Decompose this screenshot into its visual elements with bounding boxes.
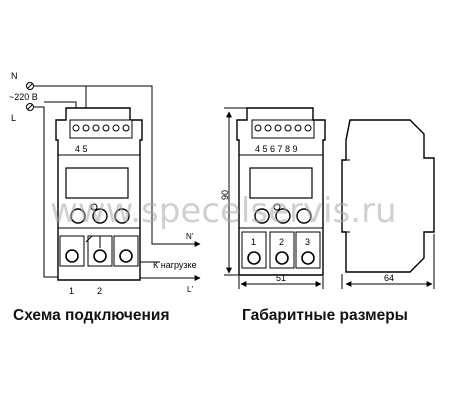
label-output-n: N' [186,232,194,241]
label-dim-depth: 64 [384,273,394,283]
top-terminal-block [69,119,133,139]
wiring-scheme [26,82,201,281]
label-dim-width: 51 [276,273,286,283]
front-button-left [254,208,270,224]
front-led [273,203,281,211]
label-front-terminal-1: 1 [251,237,256,247]
front-view [224,107,326,289]
front-top-terminals [251,119,315,139]
wire-n [33,85,193,245]
front-bottom-terminals [241,231,321,269]
label-bottom-terminal-1: 1 [69,286,74,296]
side-body [341,119,435,273]
relay-body [55,107,143,281]
label-front-terminal-3: 3 [305,237,310,247]
relay-contact [85,235,101,248]
label-front-terminal-2: 2 [279,237,284,247]
relay-button-right [114,208,130,224]
relay-display [65,167,129,199]
relay-led [90,203,98,211]
label-front-top-terminals: 4 5 6 7 8 9 [255,144,298,154]
relay-button-left [70,208,86,224]
front-button-right [296,208,312,224]
side-view [341,119,435,289]
label-output-l: L' [187,285,193,294]
caption-wiring: Схема подключения [13,307,170,324]
label-terminal-l: L [11,113,16,123]
label-load: К нагрузке [153,260,197,270]
label-dim-height: 90 [220,190,230,200]
front-display [249,167,313,199]
label-terminal-n: N [11,71,18,81]
caption-dimensions: Габаритные размеры [242,307,408,324]
front-button-middle [275,208,291,224]
label-supply-voltage: ~220 В [9,92,38,102]
relay-button-middle [92,208,108,224]
label-top-terminals: 4 5 [75,144,88,154]
watermark: www.specelservis.ru [50,191,397,231]
label-bottom-terminal-2: 2 [97,286,102,296]
